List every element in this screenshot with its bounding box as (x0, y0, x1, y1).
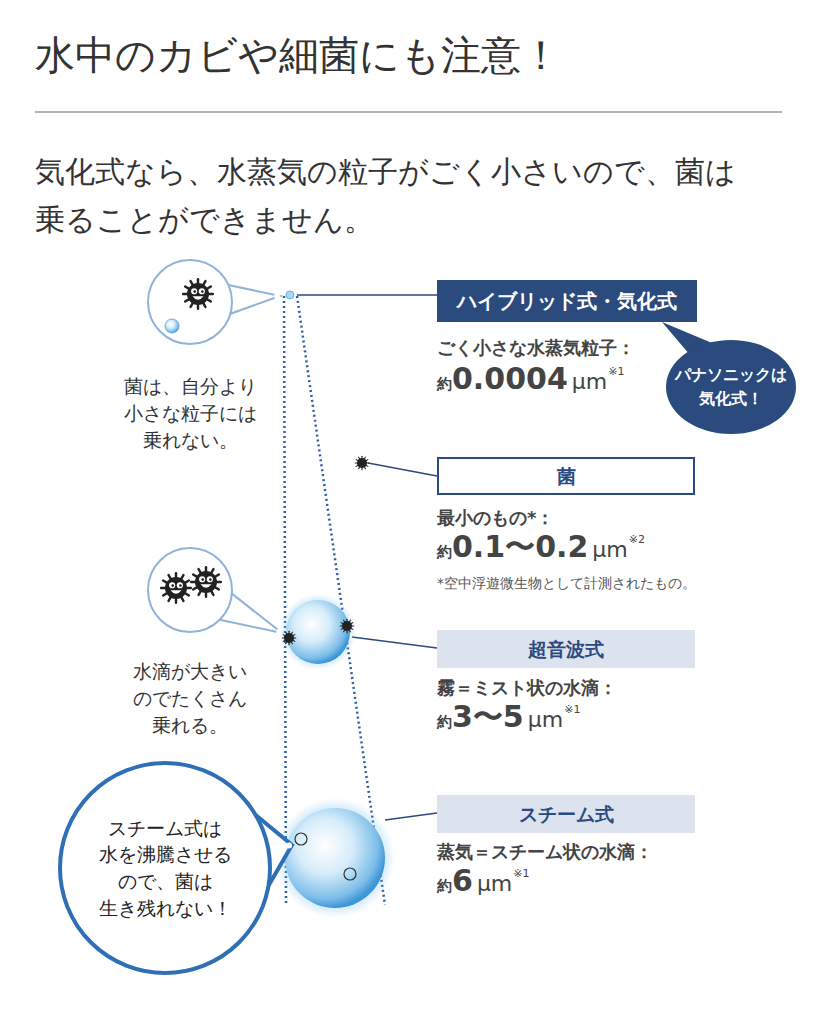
value-number: 0.0004 (452, 364, 568, 394)
speech-bubble (148, 260, 232, 344)
callout-circle: スチーム式は 水を沸騰させる ので、菌は 生き残れない！ (60, 763, 270, 973)
drop-glow (280, 594, 356, 670)
value-number: 0.1〜0.2 (452, 532, 588, 562)
node-text: ハイブリッド式・気化式 (457, 289, 677, 313)
drop-glow (275, 798, 395, 918)
footnote-mark: ※2 (629, 534, 645, 545)
value-prefix: 約 (437, 715, 452, 730)
speech-bubble (148, 548, 232, 632)
callout-ellipse: パナソニックは 気化式！ (666, 340, 796, 434)
germ-icon (183, 279, 213, 309)
footnote-mark: ※1 (608, 366, 624, 377)
value-prefix: 約 (437, 377, 452, 392)
type-box-outline: 菌 (437, 457, 695, 495)
value-unit: μm (528, 709, 563, 731)
value-number: 6 (452, 866, 473, 896)
node-text: スチーム式は 水を沸騰させる ので、菌は 生き残れない！ (83, 815, 248, 921)
title: 水中のカビや細菌にも注意！ (35, 28, 561, 83)
subtitle: 気化式なら、水蒸気の粒子がごく小さいので、菌は 乗ることができません。 (35, 148, 795, 244)
description: 蒸気＝スチーム状の水滴： (437, 840, 717, 864)
title-rule (35, 111, 782, 113)
value-unit: μm (477, 873, 512, 895)
speech-bubble (60, 763, 270, 973)
value-prefix: 約 (437, 545, 452, 560)
value-number: 3〜5 (452, 702, 524, 732)
dead-germ (344, 868, 356, 880)
value-prefix: 約 (437, 879, 452, 894)
mist-drop (286, 600, 350, 664)
germ-icon (191, 567, 221, 597)
value-row: 約0.0004μm※1 (437, 364, 624, 394)
leader-line (385, 813, 437, 820)
tiny-drop (165, 319, 179, 333)
dead-germ (295, 833, 307, 845)
tail-fill (276, 629, 282, 635)
tail-fill (274, 293, 280, 299)
node-text: 菌 (557, 465, 576, 488)
bubble-tail (228, 285, 280, 314)
germ-icon (355, 456, 369, 470)
footnote-mark: ※1 (564, 704, 580, 715)
leader-line (368, 463, 437, 476)
tail-fill (286, 843, 292, 849)
ellipse-shape (666, 340, 796, 434)
footnote-mark: ※1 (513, 868, 529, 879)
description: 霧＝ミスト状の水滴： (437, 676, 697, 700)
steam-drop (285, 808, 385, 908)
description: ごく小さな水蒸気粒子： (437, 336, 697, 360)
type-box-light: スチーム式 (437, 795, 695, 833)
bubble-note: 菌は、自分より 小さな粒子には 乗れない。 (110, 373, 270, 454)
dotted-guide (284, 296, 286, 905)
value-row: 約3〜5μm※1 (437, 702, 580, 732)
node-text: スチーム式 (519, 803, 614, 826)
type-box-dark: ハイブリッド式・気化式 (437, 280, 697, 322)
bubble-note: 水滴が大きい のでたくさん 乗れる。 (110, 658, 270, 739)
germ-icon (340, 619, 354, 633)
vapour-particle (286, 291, 294, 299)
leader-line (352, 637, 437, 648)
node-text: 超音波式 (528, 638, 604, 661)
value-row: 約6μm※1 (437, 866, 530, 896)
node-text: パナソニックは 気化式！ (671, 363, 791, 411)
value-unit: μm (572, 371, 607, 393)
leader-line (297, 294, 437, 296)
type-box-light: 超音波式 (437, 630, 695, 668)
footnote: *空中浮遊微生物として計測されたもの。 (437, 574, 807, 593)
value-row: 約0.1〜0.2μm※2 (437, 532, 645, 562)
germ-icon (282, 631, 296, 645)
description: 最小のもの*： (437, 506, 697, 530)
germ-icon (161, 573, 191, 603)
value-unit: μm (592, 539, 627, 561)
